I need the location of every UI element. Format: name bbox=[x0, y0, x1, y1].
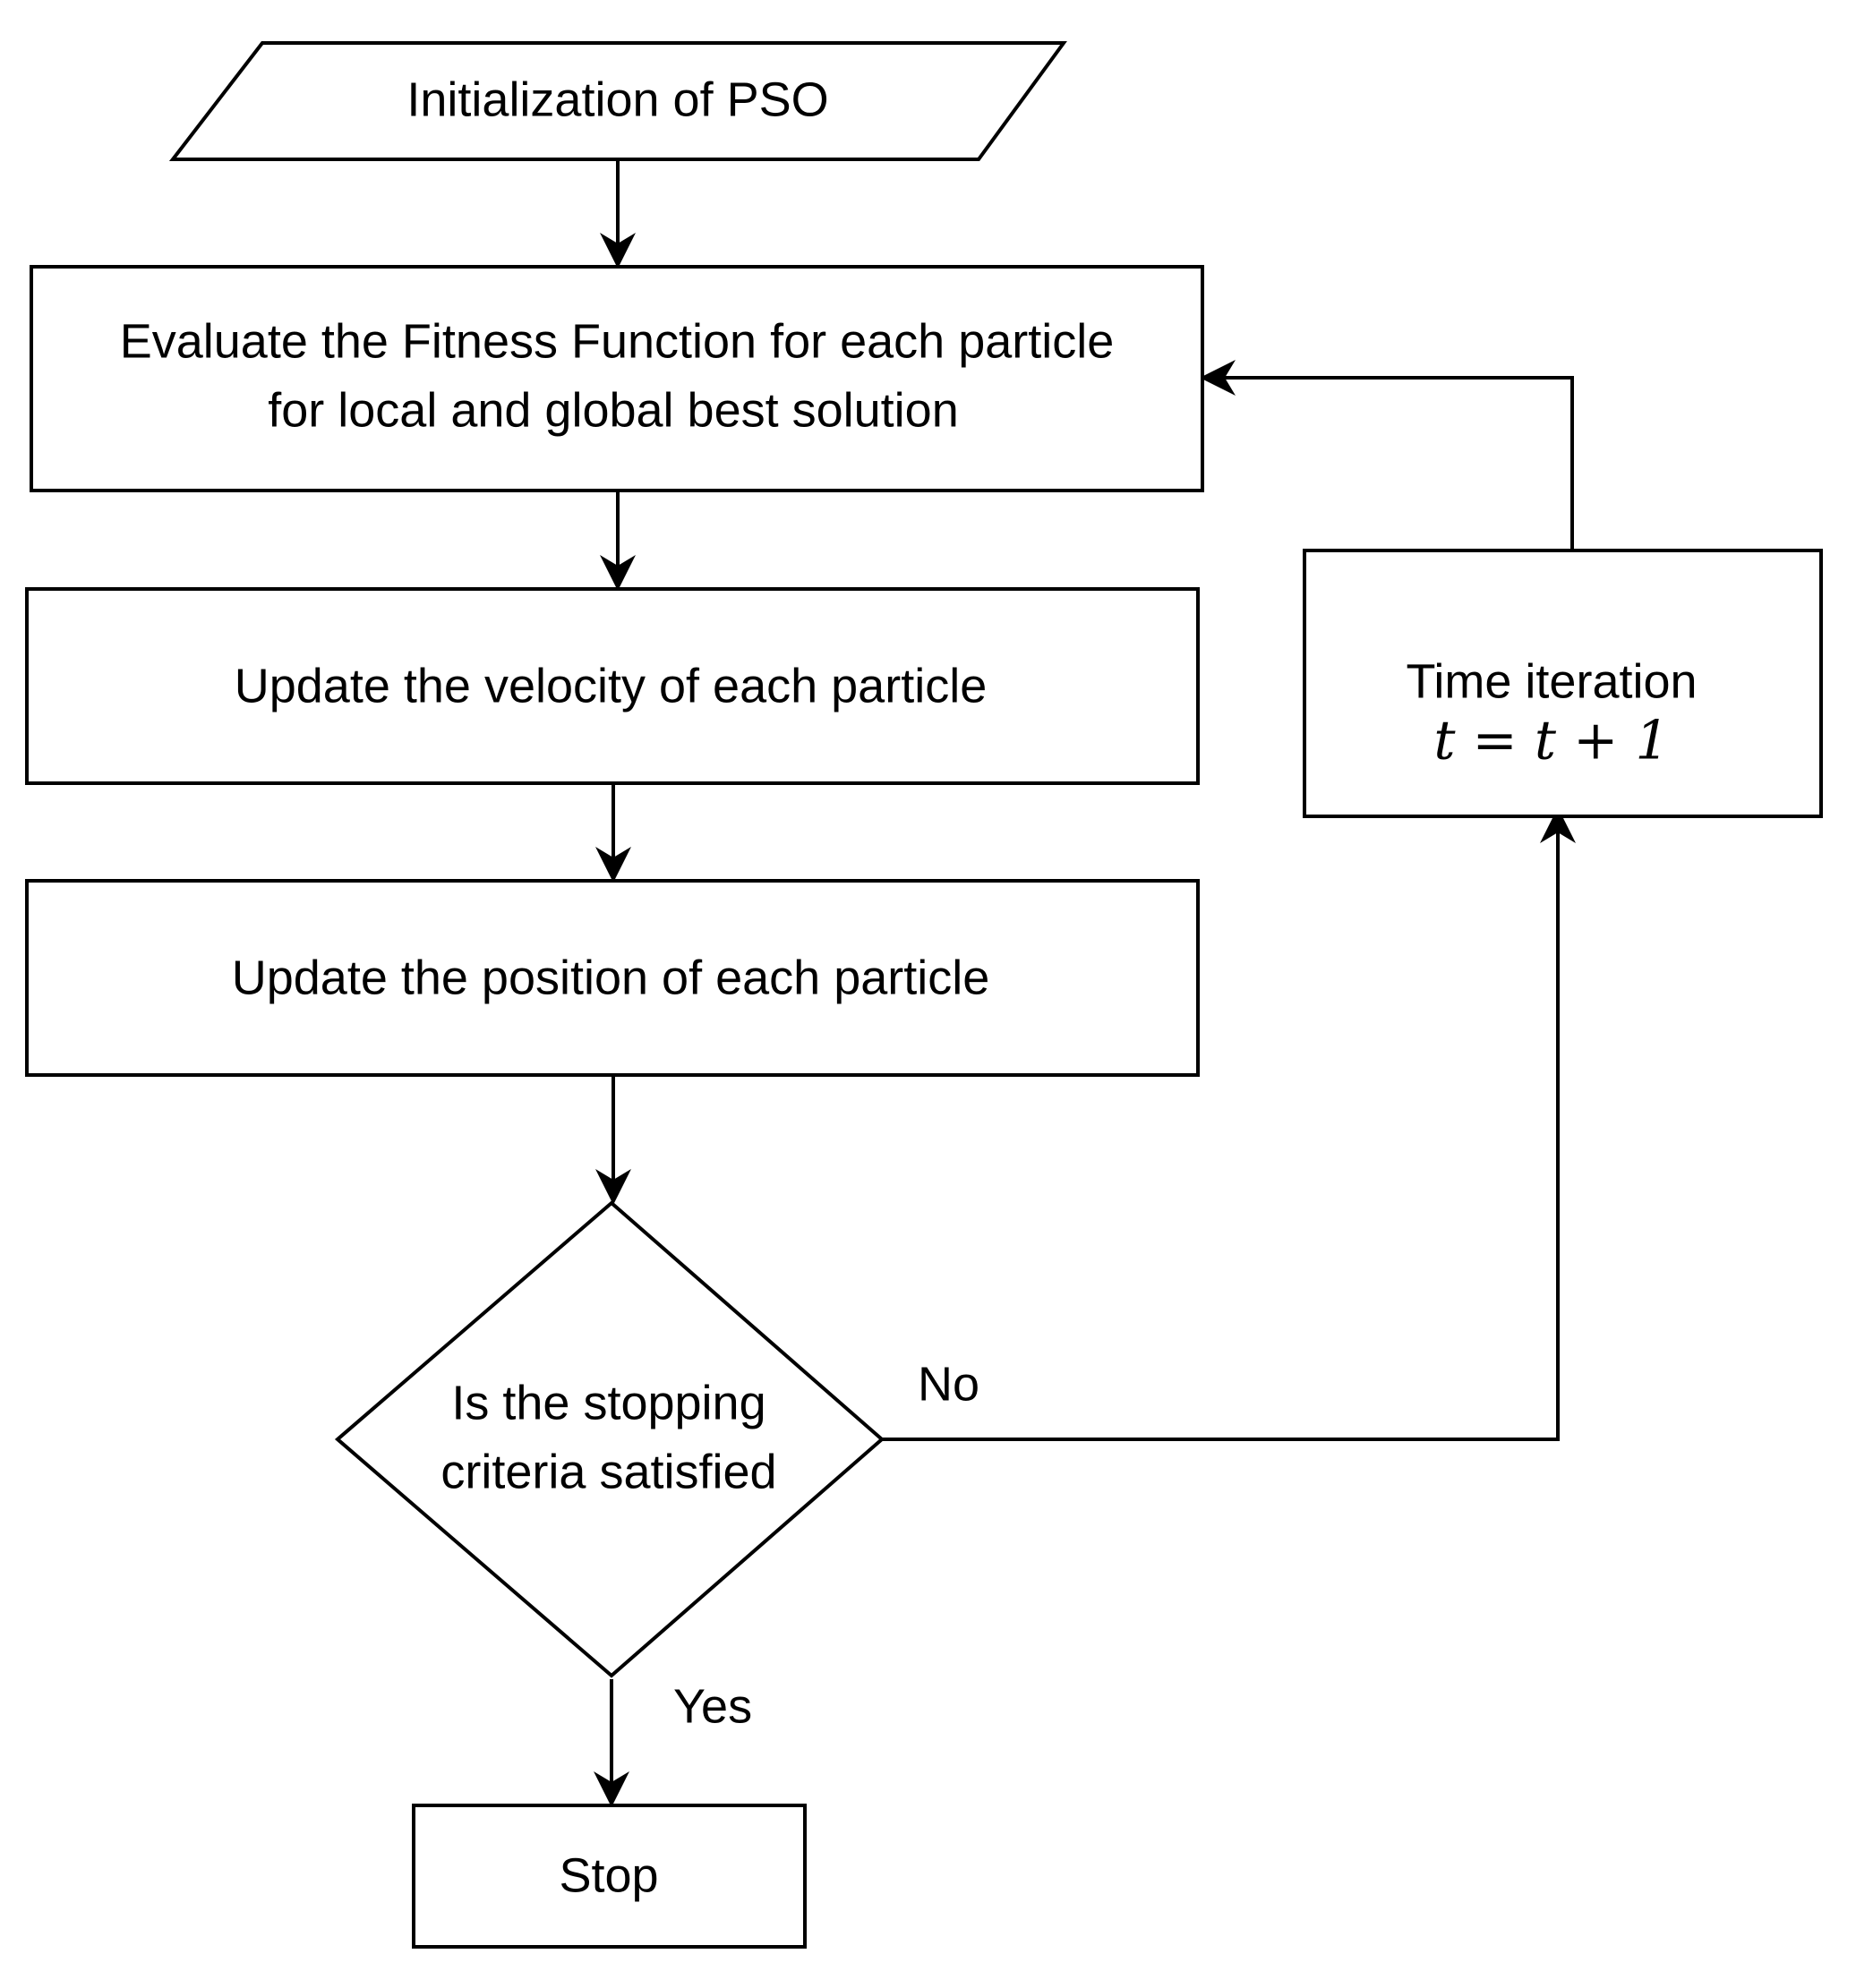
edges bbox=[594, 159, 1576, 1807]
decision-label-line1: Is the stopping bbox=[451, 1376, 765, 1429]
velocity-label: Update the velocity of each particle bbox=[235, 659, 987, 712]
edge-decision-no-to-iteration bbox=[882, 807, 1576, 1441]
start-node: Initialization of PSO bbox=[168, 41, 1067, 161]
iteration-node: Time iteration t = t + 1 bbox=[1303, 549, 1823, 818]
velocity-node: Update the velocity of each particle bbox=[25, 587, 1200, 785]
decision-node: Is the stopping criteria satisfied bbox=[334, 1200, 885, 1678]
edge-label-no: No bbox=[918, 1357, 979, 1411]
decision-label-line2: criteria satisfied bbox=[440, 1445, 776, 1498]
position-node: Update the position of each particle bbox=[25, 879, 1200, 1077]
evaluate-label-line1: Evaluate the Fitness Function for each p… bbox=[120, 314, 1115, 368]
evaluate-node: Evaluate the Fitness Function for each p… bbox=[30, 265, 1204, 492]
iteration-formula: t = t + 1 bbox=[1433, 710, 1669, 772]
evaluate-label-line2: for local and global best solution bbox=[268, 383, 959, 437]
start-label: Initialization of PSO bbox=[406, 73, 828, 126]
edge-iteration-to-evaluate bbox=[1200, 360, 1574, 549]
iteration-label: Time iteration bbox=[1406, 654, 1697, 708]
position-label: Update the position of each particle bbox=[232, 951, 990, 1004]
edge-label-yes: Yes bbox=[673, 1679, 752, 1733]
stop-label: Stop bbox=[559, 1848, 658, 1902]
stop-node: Stop bbox=[412, 1804, 807, 1949]
